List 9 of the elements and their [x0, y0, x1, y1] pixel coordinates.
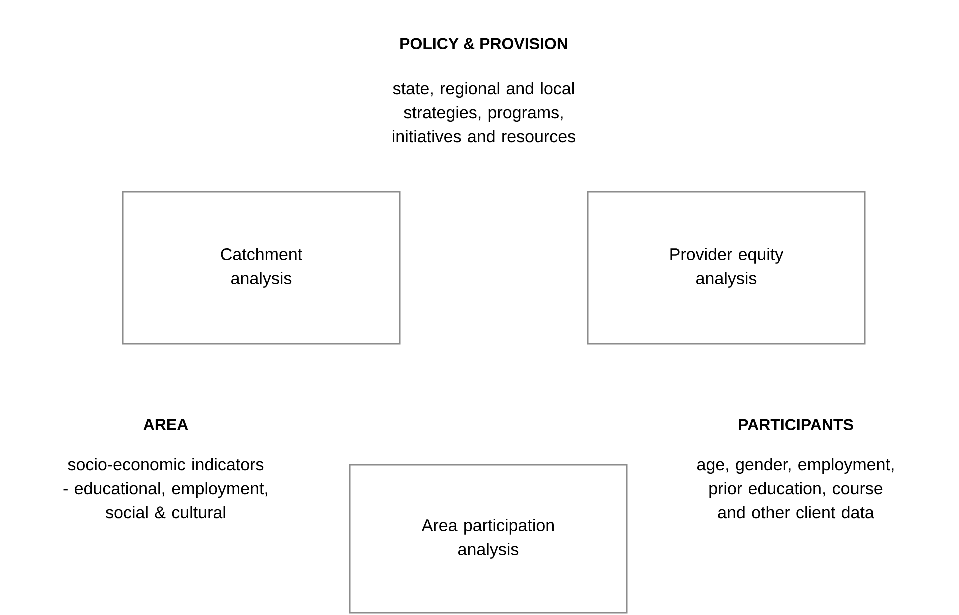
description-text: socio-economic indicators - educational, employment, social & cultural [64, 458, 268, 519]
description-text: state, regional and local strategies, programs, initiatives and resources [393, 82, 576, 143]
section-heading: PARTICIPANTS [739, 419, 854, 431]
analysis-box: Area participation analysis [349, 464, 628, 614]
section-heading: AREA [144, 419, 188, 430]
description-text: age, gender, employment, prior education, course and other client data [698, 458, 894, 519]
section-heading: POLICY & PROVISION [400, 38, 568, 50]
analysis-box: Provider equity analysis [587, 191, 866, 345]
analysis-box: Catchment analysis [122, 191, 401, 345]
